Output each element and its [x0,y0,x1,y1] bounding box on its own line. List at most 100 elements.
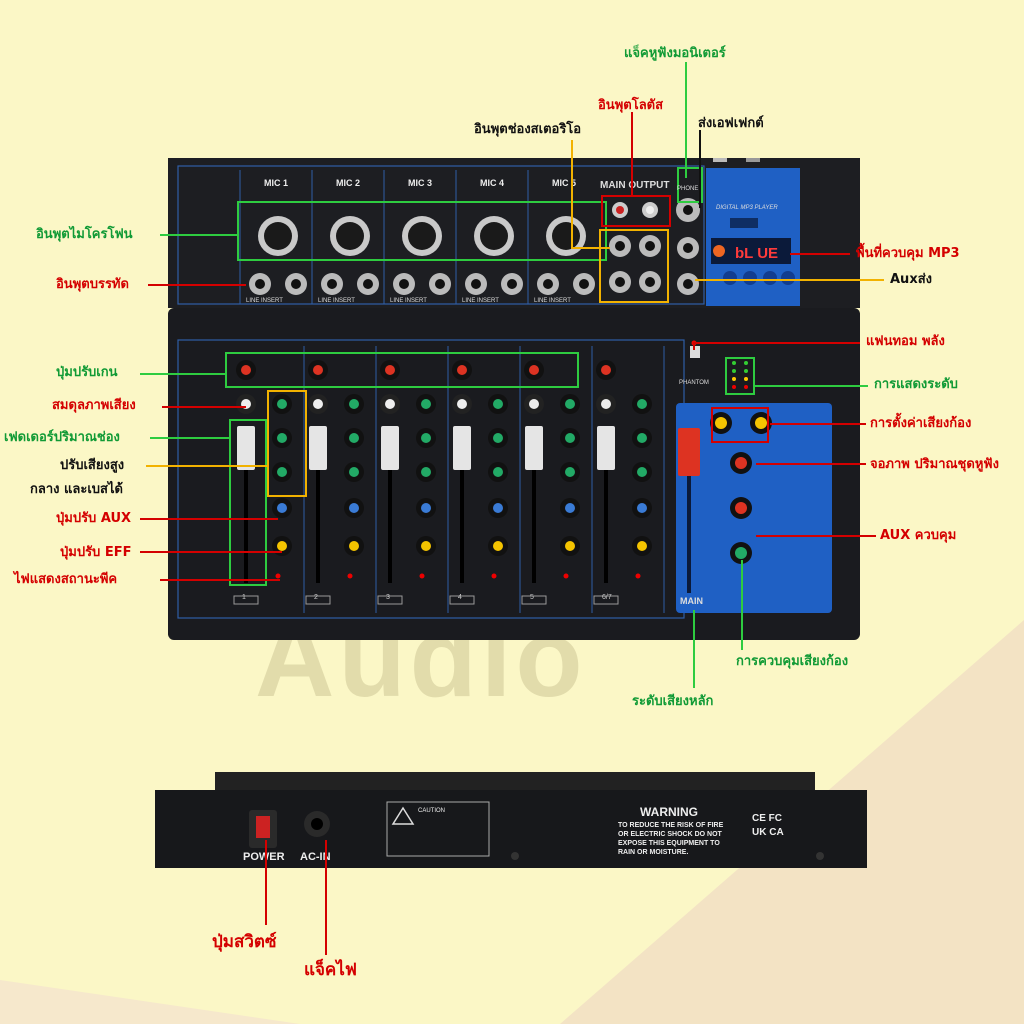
label-pan: สมดุลภาพเสียง [52,398,136,413]
mixer-rear-view [155,772,867,868]
eq-knob-cap [349,433,359,443]
label-eq-mid-low: กลาง และเบสได้ [30,482,123,497]
label-aux-master: AUX ควบคุม [880,528,957,543]
strip-number: 5 [530,594,534,601]
eq-knob-cap [565,541,575,551]
gain-knob-cap [313,365,323,375]
gain-knob-cap [385,365,395,375]
eq-knob-cap [349,399,359,409]
label-phantom-power: แฟนทอม พลัง [866,334,945,349]
gain-knob-cap [601,365,611,375]
phantom-label: PHANTOM [679,380,709,386]
label-phone-volume: จอภาพ ปริมาณชุดหูฟัง [870,457,999,472]
channel-fader [381,426,399,470]
insert-jack-hole [435,279,445,289]
strip-number: 2 [314,594,318,601]
label-stereo-input: อินพุตช่องสเตอริโอ [474,122,582,137]
warning-line-2: OR ELECTRIC SHOCK DO NOT [618,831,722,838]
strip-number: 1 [242,594,246,601]
eq-knob-cap [565,399,575,409]
line-insert-label: LINE INSERT [318,298,355,304]
mixer-top-view [168,158,860,640]
phone-label: PHONE [677,186,699,192]
mp3-player-label: DIGITAL MP3 PLAYER [716,205,778,211]
eq-knob-cap [349,467,359,477]
line-insert-label: LINE INSERT [246,298,283,304]
cert-marks: CE FC UK CA [752,813,784,838]
pan-knob-cap [241,399,251,409]
line-insert-label: LINE INSERT [534,298,571,304]
label-channel-fader: เฟดเดอร์ปริมาณช่อง [4,430,120,445]
label-line-input: อินพุตบรรทัด [56,277,129,292]
warning-line-3: EXPOSE THIS EQUIPMENT TO [618,840,720,847]
line-jack-hole [543,279,553,289]
line-insert-label: LINE INSERT [390,298,427,304]
mic-channel-label: MIC 3 [408,178,433,188]
label-echo-control: การควบคุมเสียงก้อง [736,654,849,669]
eq-knob-cap [493,503,503,513]
eq-knob-cap [277,541,287,551]
eq-knob-cap [637,433,647,443]
line-insert-label: LINE INSERT [462,298,499,304]
warning-line-4: RAIN OR MOISTURE. [618,849,689,856]
eq-knob-cap [637,541,647,551]
insert-jack-hole [363,279,373,289]
eq-knob-cap [349,503,359,513]
strip-number: 3 [386,594,390,601]
eq-knob-cap [493,541,503,551]
fader-track [460,433,464,583]
mic-channel-label: MIC 2 [336,178,361,188]
fader-track [244,433,248,583]
main-fader-label: MAIN [680,596,703,606]
xlr-input-socket [480,222,508,250]
fader-track [532,433,536,583]
eq-knob-cap [277,467,287,477]
xlr-input-socket [336,222,364,250]
label-level-display: การแสดงระดับ [874,377,958,392]
peak-led [419,573,425,579]
label-main-level: ระดับเสียงหลัก [632,694,714,709]
peak-led [635,573,641,579]
channel-fader [597,426,615,470]
label-mic-input: อินพุตไมโครโฟน [36,227,133,242]
eq-knob-cap [421,541,431,551]
peak-led [563,573,569,579]
power-label: POWER [243,851,285,863]
pan-knob-cap [601,399,611,409]
acin-label: AC-IN [300,851,331,863]
line-jack-hole [471,279,481,289]
label-peak-led: ไฟแสดงสถานะพีค [14,572,118,587]
label-effect-send: ส่งเอฟเฟกต์ [698,116,764,131]
channel-number-box [305,595,331,605]
label-mp3-control: พื้นที่ควบคุม MP3 [856,246,960,261]
eq-knob-cap [565,503,575,513]
fader-track [316,433,320,583]
eq-knob-cap [493,433,503,443]
peak-led [275,573,281,579]
eq-knob-cap [277,399,287,409]
channel-number-box [233,595,259,605]
channel-number-box [521,595,547,605]
mic-channel-label: MIC 5 [552,178,577,188]
eq-knob-cap [637,467,647,477]
label-aux-send: Auxส่ง [890,272,932,287]
label-aux-knob: ปุ่มปรับ AUX [56,511,132,526]
channel-number-box [449,595,475,605]
insert-jack-hole [507,279,517,289]
mp3-display: bL UE [735,245,779,262]
line-jack-hole [255,279,265,289]
label-eff-knob: ปุ่มปรับ EFF [60,545,132,560]
strip-number: 4 [458,594,462,601]
eq-knob-cap [493,467,503,477]
fader-track [604,433,608,583]
peak-led [347,573,353,579]
strip-number: 6/7 [602,594,612,601]
pan-knob-cap [313,399,323,409]
insert-jack-hole [579,279,589,289]
line-jack-hole [327,279,337,289]
label-monitor-jack: แจ็คหูฟังมอนิเตอร์ [624,46,726,61]
eq-knob-cap [565,467,575,477]
xlr-input-socket [264,222,292,250]
label-solo-input: อินพุตโลตัส [598,98,664,113]
label-eq-high: ปรับเสียงสูง [60,458,125,473]
